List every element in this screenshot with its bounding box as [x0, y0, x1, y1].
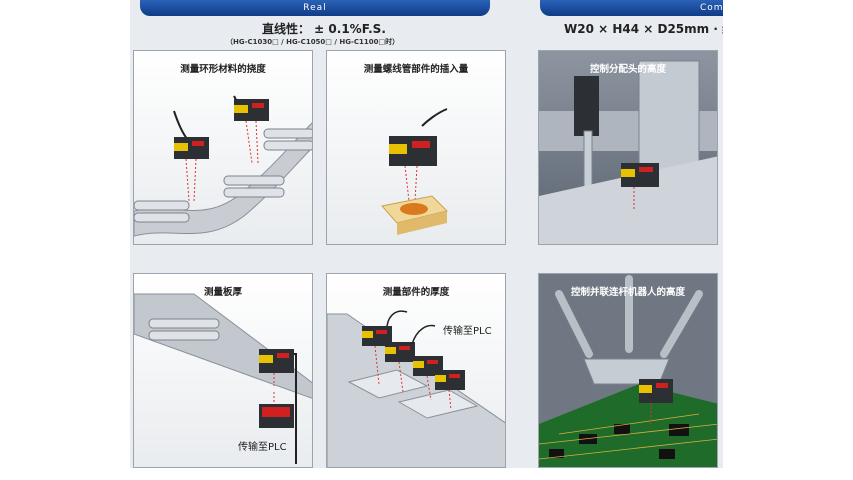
- panel-solenoid-insertion: 测量螺线管部件的插入量: [326, 50, 506, 245]
- sensor-icon: [435, 370, 465, 390]
- sensor-icon: [389, 136, 437, 166]
- ring-deflection-illustration: [134, 95, 312, 237]
- part-thickness-illustration: [327, 310, 505, 467]
- panel-parallel-robot-height: 控制并联连杆机器人的高度: [538, 273, 718, 468]
- solenoid-illustration: [381, 108, 448, 235]
- plate-illustration: [134, 293, 312, 464]
- panel-plate-thickness: 测量板厚 传输至PLC: [133, 273, 313, 468]
- sensor-icon: [621, 163, 659, 187]
- sensor-icon: [639, 379, 673, 403]
- panel-title: 测量部件的厚度: [382, 287, 450, 298]
- spec-linearity: 直线性： ± 0.1%F.S.: [262, 22, 386, 36]
- tab-real[interactable]: Real: [140, 0, 490, 16]
- panel-title: 测量环形材料的挠度: [180, 64, 266, 75]
- panel-ring-deflection: 测量环形材料的挠度: [133, 50, 313, 245]
- robot-illustration: [539, 274, 717, 467]
- spec-models: （HG-C1030□ / HG-C1050□ / HG-C1100□时）: [226, 38, 400, 46]
- tab-com[interactable]: Com: [540, 0, 723, 16]
- spec-dimensions: W20 × H44 × D25mm · 约: [564, 22, 723, 36]
- panel-title: 控制分配头的高度: [589, 64, 666, 75]
- catalog-sheet: Real Com 直线性： ± 0.1%F.S. （HG-C1030□ / HG…: [130, 0, 723, 468]
- panel-dispenser-height: 控制分配头的高度: [538, 50, 718, 245]
- panel-title: 控制并联连杆机器人的高度: [570, 287, 685, 298]
- panel-title: 测量板厚: [203, 287, 242, 298]
- panel-part-thickness: 测量部件的厚度 传输至PLC: [326, 273, 506, 468]
- sensor-icon: [385, 342, 415, 362]
- plc-callout: 传输至PLC: [443, 326, 492, 337]
- sensor-icon: [259, 349, 294, 373]
- sensor-icon: [174, 137, 209, 159]
- panel-title: 测量螺线管部件的插入量: [363, 64, 469, 75]
- sensor-icon: [234, 99, 269, 121]
- sensor-icon: [362, 326, 392, 346]
- sensor-icon: [259, 404, 294, 428]
- dispenser-illustration: [539, 60, 717, 244]
- plc-callout: 传输至PLC: [238, 442, 287, 453]
